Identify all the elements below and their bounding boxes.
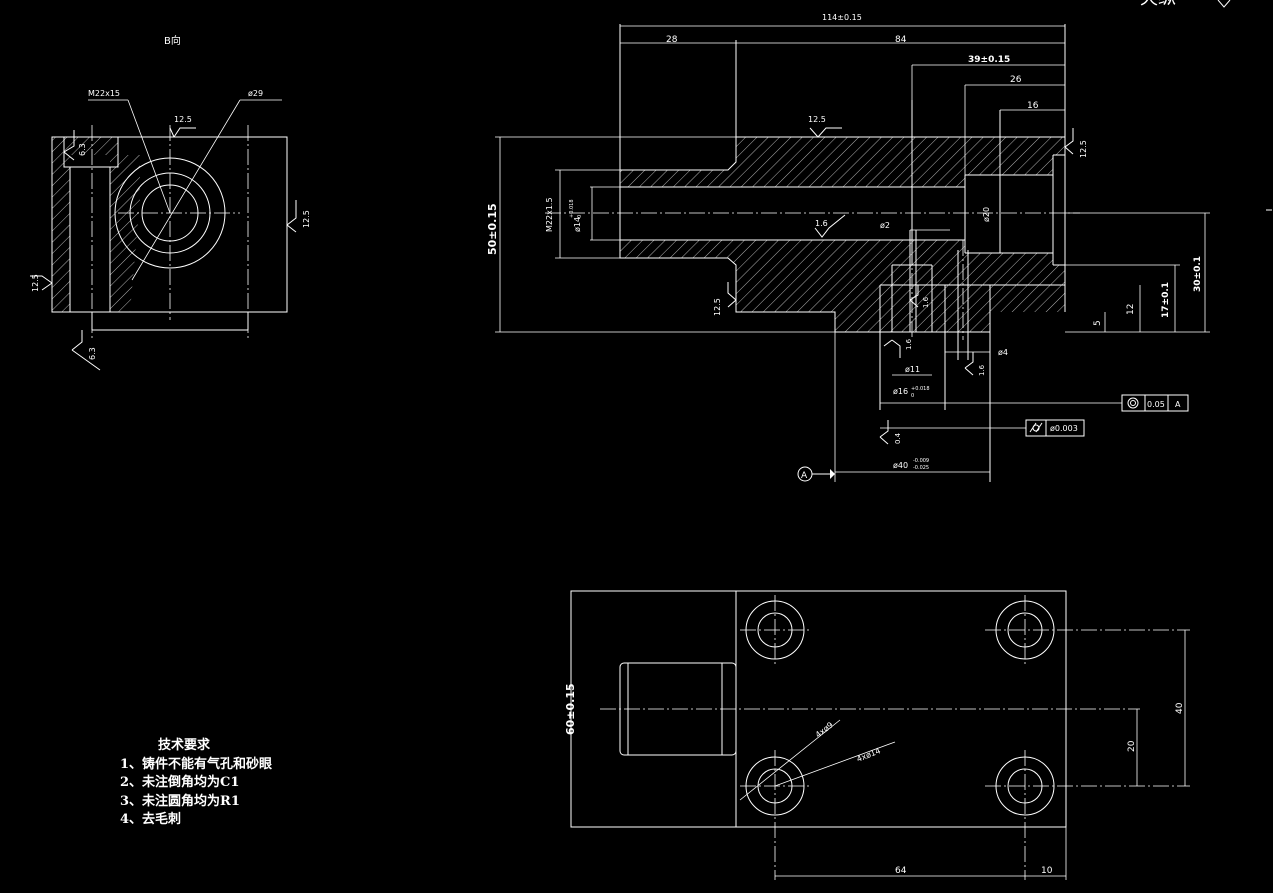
dim-dia-16: ø16 — [893, 387, 908, 396]
dim-len-39: 39±0.15 — [968, 55, 1010, 65]
dim-bore-14-tol2: 0 — [577, 215, 583, 218]
roughness-inner: 1.6 — [815, 219, 828, 228]
roughness-0-4: 0.4 — [894, 432, 902, 444]
cylindricity-frame — [1025, 419, 1085, 437]
dim-dia-16-tol: +0.018 — [911, 386, 930, 392]
dim-dia-16-tol2: 0 — [911, 393, 914, 399]
hole-top-right — [985, 595, 1190, 665]
hole-top-left — [740, 595, 812, 665]
hole-bottom-right — [985, 750, 1190, 880]
roughness-top: 12.5 — [808, 115, 826, 124]
dim-height-50: 50±0.15 — [486, 203, 499, 255]
roughness-step: 12.5 — [713, 298, 722, 316]
plan-pitch-64: 64 — [895, 866, 907, 876]
roughness-1-6-c: 1.6 — [978, 364, 986, 376]
plan-spacing-40: 40 — [1175, 702, 1185, 714]
cylindricity-icon — [1029, 422, 1043, 433]
concentricity-value: 0.05 — [1147, 400, 1165, 409]
note-item: 2、未注倒角均为C1 — [120, 775, 240, 790]
plan-offset-20: 20 — [1127, 740, 1137, 752]
dim-height-17: 17±0.1 — [1161, 282, 1171, 318]
dim-bore-14: ø14 — [573, 217, 582, 232]
side-view-outline — [51, 136, 288, 313]
cylindricity-value: ø0.003 — [1050, 424, 1078, 433]
roughness-1-6-b: 1.6 — [905, 338, 913, 350]
dim-dia-11: ø11 — [905, 365, 920, 374]
plan-edge-10: 10 — [1041, 866, 1053, 876]
dim-dia-40: ø40 — [893, 461, 908, 470]
dim-dia-20: ø20 — [982, 207, 991, 222]
roughness-1-6-a: 1.6 — [922, 296, 930, 308]
side-dia-label: ø29 — [248, 89, 263, 98]
hole-spec-b: 4xø14 — [855, 746, 881, 764]
hole-spec-a: 4xø9 — [814, 720, 835, 739]
notes-title: 技术要求 — [158, 738, 211, 753]
view-label: B向 — [164, 34, 181, 47]
dim-bore-14-tol: +0.018 — [569, 199, 575, 218]
side-roughness-top: 12.5 — [174, 115, 192, 124]
bore-circle-outer — [114, 157, 226, 269]
dim-len-16: 16 — [1027, 101, 1039, 111]
dim-len-84: 84 — [895, 35, 907, 45]
section-hatch-upper — [620, 137, 1065, 187]
note-item: 3、未注圆角均为R1 — [120, 793, 240, 809]
side-roughness-right: 12.5 — [302, 210, 311, 228]
concentricity-icon — [1127, 397, 1139, 409]
note-item: 4、去毛刺 — [120, 812, 182, 827]
side-roughness-left: 12.5 — [31, 274, 40, 292]
top-right-text: 天纵 — [1140, 0, 1176, 9]
roughness-right: 12.5 — [1079, 140, 1088, 158]
dim-dia-40-tol-lower: -0.025 — [913, 465, 929, 471]
dim-len-28: 28 — [666, 35, 678, 45]
concentricity-datum: A — [1175, 400, 1181, 409]
section-hatch-lower — [620, 240, 1065, 332]
dim-dia-4: ø4 — [998, 348, 1008, 357]
side-thread-label: M22x15 — [88, 89, 120, 98]
dim-thread: M22x1.5 — [545, 197, 554, 232]
plan-view: 4xø9 4xø14 60±0.15 40 20 64 10 — [564, 590, 1190, 880]
side-view: B向 M22x15 ø29 12.5 12.5 12.5 6.3 — [30, 34, 311, 371]
technical-notes: 技术要求 1、铸件不能有气孔和砂眼 2、未注倒角均为C1 3、未注圆角均为R1 … — [120, 737, 272, 830]
dim-height-5: 5 — [1093, 320, 1103, 326]
note-item: 1、铸件不能有气孔和砂眼 — [120, 756, 273, 772]
section-view: 50±0.15 M22x1.5 ø14 +0.018 0 114±0.15 28… — [486, 13, 1210, 482]
side-view-hatch — [52, 137, 118, 312]
side-roughness-small-bottom: 6.3 — [88, 347, 97, 360]
dim-len-26: 26 — [1010, 75, 1022, 85]
side-roughness-small-top: 6.3 — [78, 143, 87, 156]
concentricity-frame — [1121, 394, 1189, 412]
datum-a-label: A — [801, 471, 808, 481]
hole-bottom-left — [740, 750, 812, 880]
dim-dia-40-tol-upper: -0.009 — [913, 458, 929, 464]
dim-height-30: 30±0.1 — [1193, 256, 1203, 292]
plan-height-60: 60±0.15 — [564, 683, 577, 735]
dim-total-length: 114±0.15 — [822, 13, 862, 22]
dim-height-12: 12 — [1126, 304, 1136, 315]
dim-dia-2: ø2 — [880, 221, 890, 230]
